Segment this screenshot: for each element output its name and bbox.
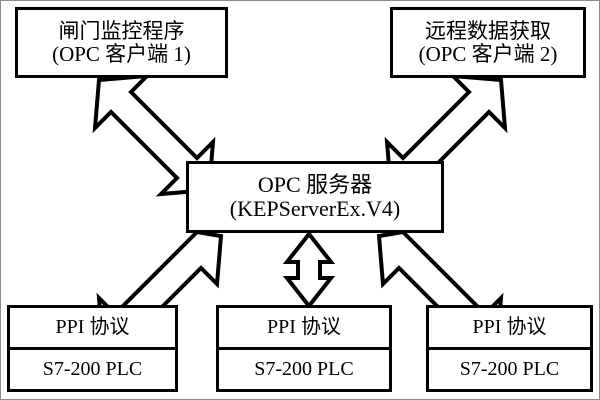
node-client-left-line2: (OPC 客户端 1) <box>52 41 191 66</box>
node-opc-server-line1: OPC 服务器 <box>257 172 373 198</box>
node-client-right-line2: (OPC 客户端 2) <box>418 41 558 66</box>
node-plc-left[interactable]: PPI 协议 S7-200 PLC <box>7 305 178 392</box>
node-plc-center-device: S7-200 PLC <box>254 357 354 380</box>
node-client-right-line1: 远程数据获取 <box>425 18 551 43</box>
node-plc-right-device-cell: S7-200 PLC <box>429 350 590 389</box>
node-client-left-line1: 闸门监控程序 <box>58 18 185 43</box>
node-plc-center-protocol-cell: PPI 协议 <box>219 308 389 350</box>
node-plc-center[interactable]: PPI 协议 S7-200 PLC <box>216 305 392 392</box>
node-plc-right-device: S7-200 PLC <box>459 357 560 380</box>
node-plc-left-protocol-cell: PPI 协议 <box>10 308 175 350</box>
node-plc-right-protocol: PPI 协议 <box>472 315 547 338</box>
node-plc-left-protocol: PPI 协议 <box>55 315 130 338</box>
node-plc-left-device: S7-200 PLC <box>42 357 143 380</box>
node-plc-right-protocol-cell: PPI 协议 <box>429 308 590 350</box>
connector-server-to-plc-center <box>282 230 336 310</box>
node-plc-left-device-cell: S7-200 PLC <box>10 350 175 389</box>
node-plc-center-device-cell: S7-200 PLC <box>219 350 389 389</box>
node-opc-server-line2: (KEPServerEx.V4) <box>229 196 401 221</box>
node-client-right[interactable]: 远程数据获取 (OPC 客户端 2) <box>390 7 586 78</box>
node-plc-center-protocol: PPI 协议 <box>267 315 341 338</box>
node-client-left[interactable]: 闸门监控程序 (OPC 客户端 1) <box>15 7 228 78</box>
node-opc-server[interactable]: OPC 服务器 (KEPServerEx.V4) <box>186 161 444 233</box>
node-plc-right[interactable]: PPI 协议 S7-200 PLC <box>426 305 593 392</box>
